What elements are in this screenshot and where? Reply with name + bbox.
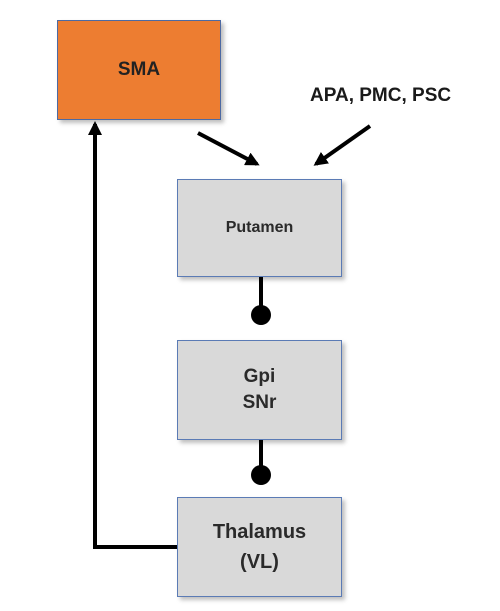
node-thalamus-sublabel: (VL) <box>240 551 279 573</box>
node-snr-label: SNr <box>242 392 277 413</box>
node-thalamus: Thalamus (VL) <box>177 497 342 597</box>
node-sma-label: SMA <box>117 59 161 80</box>
node-sma: SMA <box>57 20 221 120</box>
cortical-inputs-label: APA, PMC, PSC <box>310 85 452 106</box>
edge-thalamus-to-sma <box>88 121 177 549</box>
node-gpi-snr: Gpi SNr <box>177 340 342 440</box>
edge-sma-to-putamen <box>197 131 260 166</box>
edge-inputs-to-putamen <box>313 124 372 166</box>
node-thalamus-label: Thalamus <box>212 521 307 543</box>
node-putamen: Putamen <box>177 179 342 277</box>
inhibitory-terminal-gpi-thalamus <box>251 465 271 485</box>
inhibitory-terminal-putamen-gpi <box>251 305 271 325</box>
node-gpi-label: Gpi <box>243 366 276 387</box>
node-putamen-label: Putamen <box>225 219 294 236</box>
